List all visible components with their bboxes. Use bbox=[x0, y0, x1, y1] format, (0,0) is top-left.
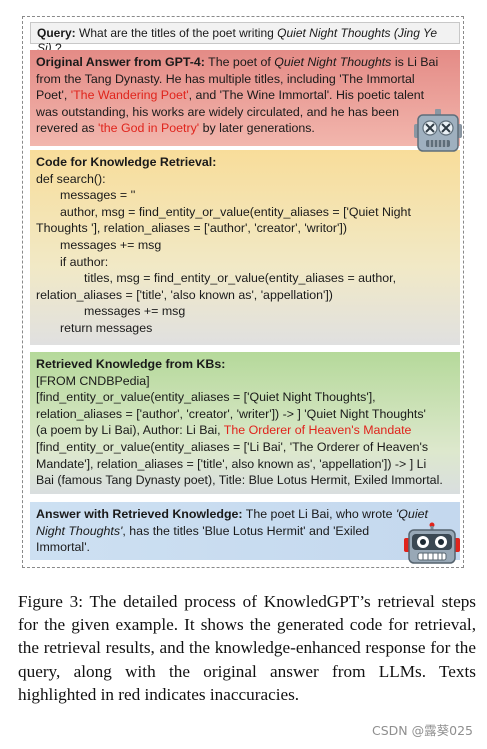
orig-l5-red: 'the God in Poetry' bbox=[97, 121, 200, 136]
code-line: titles, msg = find_entity_or_value(entit… bbox=[84, 271, 397, 286]
query-label: Query: bbox=[37, 26, 76, 40]
query-box: Query: What are the titles of the poet w… bbox=[30, 22, 460, 55]
code-line: Thoughts '], relation_aliases = ['author… bbox=[36, 221, 347, 236]
kb-l3: relation_aliases = ['author', 'creator',… bbox=[36, 406, 426, 421]
figure-frame bbox=[22, 16, 464, 568]
kb-l4a: (a poem by Li Bai), Author: Li Bai, bbox=[36, 423, 224, 438]
ans-l3: Immortal'. bbox=[36, 540, 90, 555]
query-text: What are the titles of the poet writing bbox=[79, 26, 278, 40]
ans-l1-italic: 'Quiet bbox=[395, 507, 428, 521]
orig-l5b: by later generations. bbox=[199, 121, 315, 136]
code-line: messages += msg bbox=[84, 304, 186, 319]
code-line: relation_aliases = ['title', 'also known… bbox=[36, 287, 333, 302]
code-line: if author: bbox=[60, 254, 109, 269]
orig-l1a: The poet of bbox=[204, 55, 275, 69]
orig-l3a: Poet', bbox=[36, 88, 71, 103]
happy-robot-icon bbox=[404, 522, 460, 564]
orig-l1b: is Li Bai bbox=[391, 55, 439, 69]
figure-caption: Figure 3: The detailed process of Knowle… bbox=[18, 592, 476, 704]
orig-l3b: , and 'The Wine Immortal'. His poetic ta… bbox=[188, 88, 425, 103]
watermark: CSDN @露葵025 bbox=[372, 723, 473, 738]
orig-l2: from the Tang Dynasty. He has multiple t… bbox=[36, 71, 415, 86]
code-line: messages += msg bbox=[60, 237, 162, 252]
orig-l1-italic: Quiet Night Thoughts bbox=[274, 55, 392, 69]
retrieved-knowledge-box: Retrieved Knowledge from KBs: [FROM CNDB… bbox=[30, 352, 460, 494]
orig-l5a: revered as bbox=[36, 121, 98, 136]
kb-l6: Mandate'], relation_aliases = ['title', … bbox=[36, 456, 427, 471]
ans-l2-italic: Night Thoughts' bbox=[36, 523, 123, 538]
original-answer-label: Original Answer from GPT-4: bbox=[36, 55, 205, 69]
ans-l1a: The poet Li Bai, who wrote bbox=[242, 507, 396, 521]
code-line: def search(): bbox=[36, 171, 106, 186]
kb-l2: [find_entity_or_value(entity_aliases = [… bbox=[36, 390, 376, 405]
answer-label: Answer with Retrieved Knowledge: bbox=[36, 507, 243, 521]
kb-l5: [find_entity_or_value(entity_aliases = [… bbox=[36, 439, 429, 454]
code-box: Code for Knowledge Retrieval: def search… bbox=[30, 150, 460, 345]
code-label: Code for Knowledge Retrieval: bbox=[36, 155, 217, 169]
code-line: messages = '' bbox=[60, 188, 136, 203]
retrieved-label: Retrieved Knowledge from KBs: bbox=[36, 357, 226, 371]
orig-l4: was outstanding, his works are widely ci… bbox=[36, 104, 399, 119]
code-line: author, msg = find_entity_or_value(entit… bbox=[60, 204, 411, 219]
original-answer-box: Original Answer from GPT-4: The poet of … bbox=[30, 50, 460, 146]
sad-robot-icon bbox=[414, 109, 462, 152]
code-line: return messages bbox=[60, 320, 153, 335]
orig-l3-red: 'The Wandering Poet' bbox=[70, 88, 189, 103]
answer-box: Answer with Retrieved Knowledge: The poe… bbox=[30, 502, 460, 560]
ans-l2b: , has the titles 'Blue Lotus Hermit' and… bbox=[122, 523, 370, 538]
query-end: ? bbox=[51, 41, 62, 55]
kb-l4-red: The Orderer of Heaven's Mandate bbox=[223, 423, 412, 438]
kb-l1: [FROM CNDBPedia] bbox=[36, 373, 150, 388]
kb-l7: Bai (famous Tang Dynasty poet), Title: B… bbox=[36, 473, 443, 488]
